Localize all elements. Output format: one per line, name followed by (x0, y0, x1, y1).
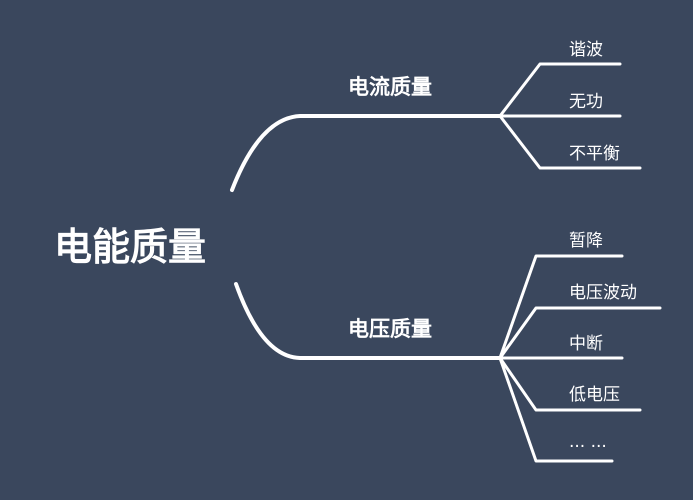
branch-voltage-quality: 电压质量 (348, 317, 432, 341)
root-node-label: 电能质量 (54, 225, 207, 269)
leaf-harmonic: 谐波 (569, 40, 603, 60)
leaf-reactive-power: 无功 (569, 92, 603, 112)
leaf-ellipsis: ... ... (569, 432, 607, 452)
leaf-undervoltage: 低电压 (569, 385, 620, 405)
voltage-to-undervoltage-line (498, 356, 642, 412)
leaf-unbalance: 不平衡 (569, 144, 620, 164)
leaf-voltage-sag: 暂降 (569, 231, 603, 251)
leaf-voltage-fluctuation: 电压波动 (569, 283, 637, 303)
voltage-to-ellipsis-line (498, 356, 614, 463)
voltage-to-sag-line (498, 254, 624, 360)
current-to-unbalance-line (498, 114, 642, 170)
current-to-harmonic-line (498, 62, 622, 118)
voltage-to-fluctuation-line (498, 306, 662, 360)
branch-current-quality: 电流质量 (348, 75, 432, 99)
root-to-current-quality-line (230, 114, 502, 192)
leaf-interruption: 中断 (569, 334, 603, 354)
root-to-voltage-quality-line (234, 282, 502, 360)
